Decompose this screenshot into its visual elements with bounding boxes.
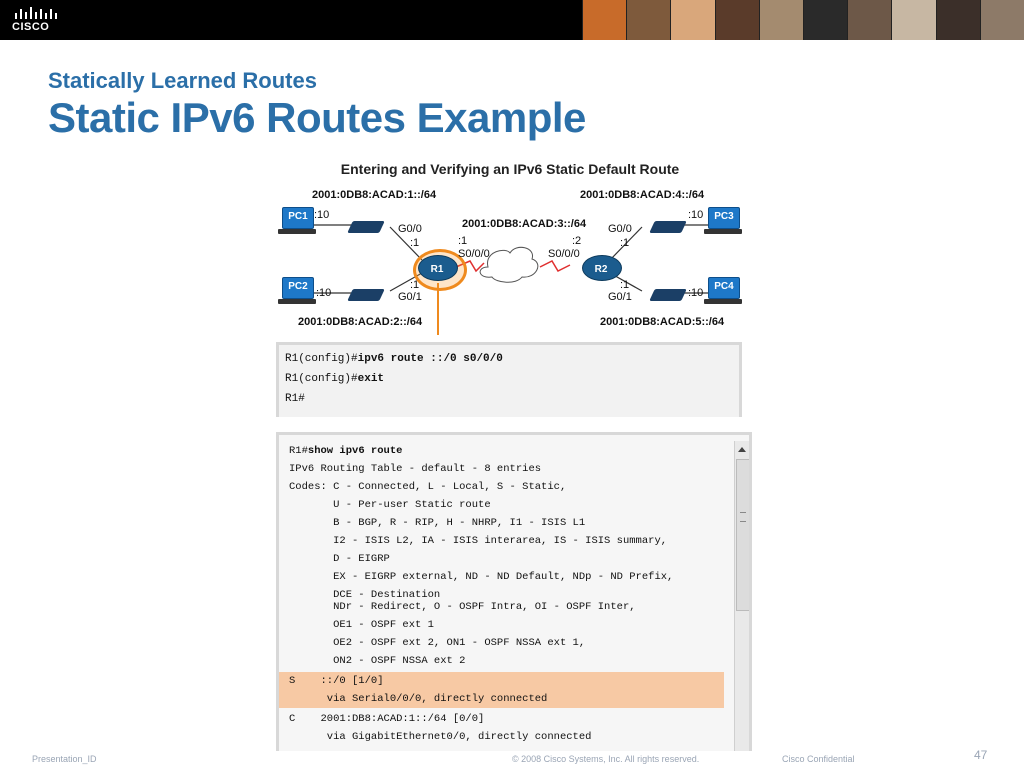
static-route-highlight <box>279 672 724 708</box>
console1-line-1: R1(config)#ipv6 route ::/0 s0/0/0 <box>285 353 503 365</box>
r1-g00-label: G0/0 <box>398 223 422 235</box>
slide-subtitle: Statically Learned Routes <box>48 68 317 93</box>
pc3-host-addr: :10 <box>688 209 704 221</box>
network-label-2: 2001:0DB8:ACAD:2::/64 <box>298 316 423 328</box>
route-output-line: Codes: C - Connected, L - Local, S - Sta… <box>289 481 567 493</box>
r2-g01-label: G0/1 <box>608 291 632 303</box>
network-label-1: 2001:0DB8:ACAD:1::/64 <box>312 189 437 201</box>
r2-g00-label: G0/0 <box>608 223 632 235</box>
show-route-console: R1#show ipv6 route IPv6 Routing Table - … <box>276 432 752 751</box>
network-label-5: 2001:0DB8:ACAD:5::/64 <box>600 316 725 328</box>
switch-s2-icon <box>347 289 385 301</box>
pc2-icon: PC2 <box>278 277 316 305</box>
route-output-line: IPv6 Routing Table - default - 8 entries <box>289 463 542 475</box>
route-output-line: via GigabitEthernet0/0, directly connect… <box>289 731 592 743</box>
pc1-label: PC1 <box>288 211 308 222</box>
header-photo-tile <box>670 0 715 40</box>
r2-label: R2 <box>594 264 608 275</box>
slide-title: Static IPv6 Routes Example <box>48 94 586 141</box>
r1-s000-label: S0/0/0 <box>458 248 490 260</box>
route-output-line: B - BGP, R - RIP, H - NHRP, I1 - ISIS L1 <box>289 517 586 529</box>
header-photo-tile <box>891 0 936 40</box>
r2-s000-addr: :2 <box>572 235 582 247</box>
grip-icon <box>740 512 746 522</box>
footer-confidential: Cisco Confidential <box>782 754 855 764</box>
cisco-logo: CISCO <box>12 5 62 35</box>
route-output-line: I2 - ISIS L2, IA - ISIS interarea, IS - … <box>289 535 668 547</box>
header-bar: CISCO <box>0 0 1024 40</box>
route-output-line: DCE - Destination <box>289 589 441 601</box>
route-output-line: via Serial0/0/0, directly connected <box>289 693 548 705</box>
r2-g01-addr: :1 <box>620 279 630 291</box>
console-scrollbar[interactable] <box>734 441 749 751</box>
pc3-icon: PC3 <box>704 207 742 235</box>
header-photo-tile <box>758 0 804 40</box>
scroll-up-arrow-icon[interactable] <box>737 445 747 455</box>
switch-s1-icon <box>347 221 385 233</box>
route-output-line: NDr - Redirect, O - OSPF Intra, OI - OSP… <box>289 601 636 613</box>
pc4-icon: PC4 <box>704 277 742 305</box>
topology-links <box>310 224 710 335</box>
config-console: R1(config)#ipv6 route ::/0 s0/0/0 R1(con… <box>276 342 742 417</box>
route-output-line: U - Per-user Static route <box>289 499 491 511</box>
pc4-label: PC4 <box>714 281 734 292</box>
header-photo-tile <box>979 0 1024 40</box>
route-output-line: OE2 - OSPF ext 2, ON1 - OSPF NSSA ext 1, <box>289 637 586 649</box>
network-label-3: 2001:0DB8:ACAD:3::/64 <box>462 218 587 230</box>
header-photo-tile <box>935 0 980 40</box>
console1-line-2: R1(config)#exit <box>285 373 385 385</box>
topology-diagram: Entering and Verifying an IPv6 Static De… <box>270 155 750 335</box>
router-r1-icon: R1 <box>413 249 467 291</box>
cisco-bars-icon <box>15 7 57 19</box>
pc3-label: PC3 <box>714 211 734 222</box>
cisco-wordmark: CISCO <box>12 21 50 33</box>
pc1-host-addr: :10 <box>314 209 330 221</box>
footer-copyright: © 2008 Cisco Systems, Inc. All rights re… <box>512 754 700 764</box>
header-photo-tile <box>626 0 671 40</box>
console1-line-3: R1# <box>285 393 305 405</box>
header-photo-tile <box>847 0 892 40</box>
router-r2-icon: R2 <box>582 255 622 281</box>
r1-g01-label: G0/1 <box>398 291 422 303</box>
switch-s4-icon <box>649 289 687 301</box>
route-output-line: EX - EIGRP external, ND - ND Default, ND… <box>289 571 674 583</box>
r2-g00-addr: :1 <box>620 237 630 249</box>
r1-g00-addr: :1 <box>410 237 420 249</box>
diagram-title: Entering and Verifying an IPv6 Static De… <box>340 161 680 177</box>
route-output-line: S ::/0 [1/0] <box>289 675 384 687</box>
r1-label: R1 <box>430 264 444 275</box>
route-output-line: OE1 - OSPF ext 1 <box>289 619 434 631</box>
switch-s3-icon <box>649 221 687 233</box>
r1-g01-addr: :1 <box>410 279 420 291</box>
header-photo-tile <box>582 0 627 40</box>
pc4-host-addr: :10 <box>688 287 704 299</box>
page-number: 47 <box>974 748 988 762</box>
footer-presentation-id: Presentation_ID <box>32 754 97 764</box>
pc1-icon: PC1 <box>278 207 316 235</box>
header-photo-tile <box>714 0 759 40</box>
cloud-icon <box>479 246 539 283</box>
route-output-line: ON2 - OSPF NSSA ext 2 <box>289 655 466 667</box>
pc2-label: PC2 <box>288 281 308 292</box>
console2-command-line: R1#show ipv6 route <box>289 445 403 457</box>
header-photo-tile <box>803 0 848 40</box>
route-output-line: C 2001:DB8:ACAD:1::/64 [0/0] <box>289 713 485 725</box>
scrollbar-thumb[interactable] <box>736 459 749 611</box>
pc2-host-addr: :10 <box>316 287 332 299</box>
r2-s000-label: S0/0/0 <box>548 248 580 260</box>
network-label-4: 2001:0DB8:ACAD:4::/64 <box>580 189 705 201</box>
header-photo-strip <box>582 0 1024 40</box>
route-output-line: D - EIGRP <box>289 553 390 565</box>
r1-s000-addr: :1 <box>458 235 468 247</box>
